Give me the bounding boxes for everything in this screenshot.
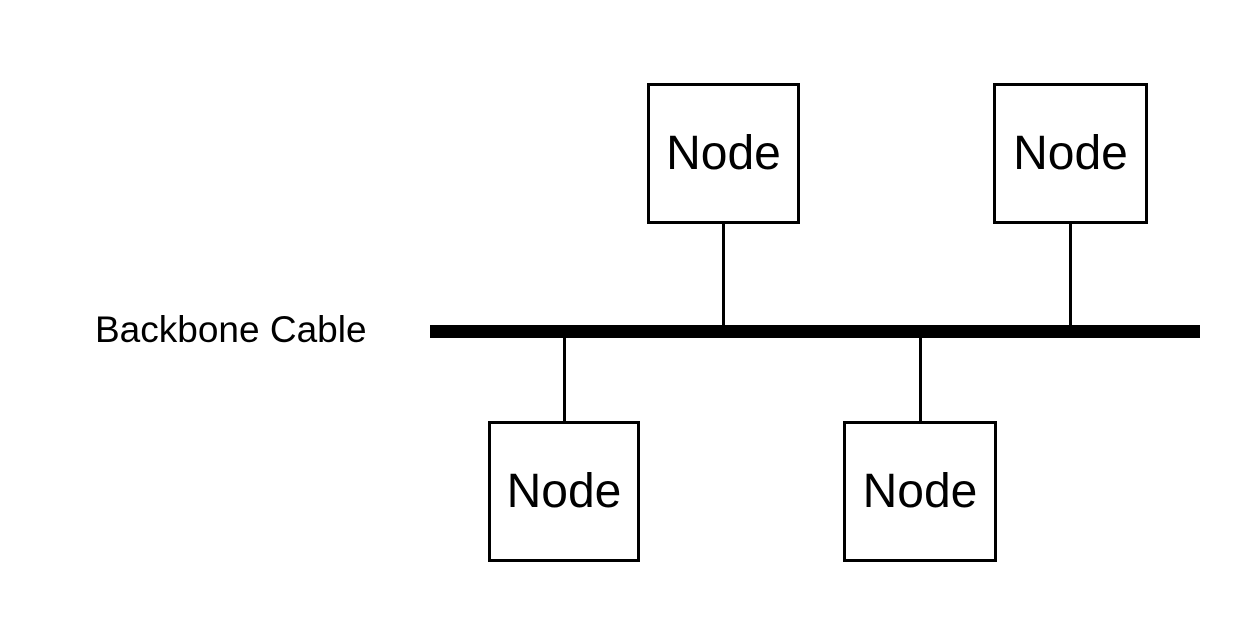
node-box-bottom-2: Node (843, 421, 997, 562)
connector-line-top-2 (1069, 224, 1072, 325)
node-box-bottom-1: Node (488, 421, 640, 562)
backbone-cable-label: Backbone Cable (95, 308, 367, 350)
backbone-cable-line (430, 325, 1200, 338)
node-label: Node (506, 464, 622, 518)
node-label: Node (666, 126, 781, 180)
node-label: Node (1013, 126, 1128, 180)
connector-line-top-1 (722, 224, 725, 325)
connector-line-bottom-1 (563, 338, 566, 421)
node-box-top-1: Node (647, 83, 800, 224)
connector-line-bottom-2 (919, 338, 922, 422)
node-label: Node (862, 464, 978, 518)
node-box-top-2: Node (993, 83, 1148, 224)
